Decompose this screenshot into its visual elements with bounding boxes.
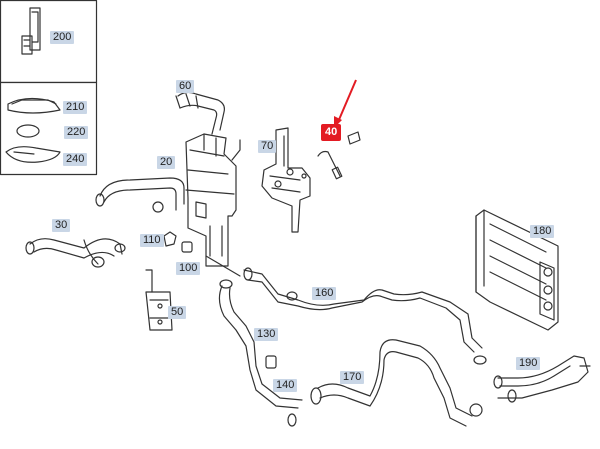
leader-line-20	[205, 255, 241, 277]
part-label-210: 210	[63, 101, 88, 114]
part-label-170: 170	[340, 371, 365, 384]
part-190-pipe	[493, 355, 591, 403]
part-label-130: 130	[254, 328, 279, 341]
part-60-hose	[175, 91, 225, 135]
part-label-30: 30	[52, 219, 71, 232]
part-170-hose	[310, 339, 483, 427]
part-label-70: 70	[258, 140, 277, 153]
part-180-heat-exchanger	[475, 209, 559, 331]
inset-box-200	[0, 0, 98, 84]
part-label-140: 140	[273, 379, 298, 392]
part-140-clip	[265, 355, 277, 369]
part-label-220: 220	[64, 126, 89, 139]
part-label-240: 240	[63, 153, 88, 166]
part-40-sensor	[317, 131, 361, 180]
part-20-valve-assembly	[152, 133, 241, 267]
part-130-hose	[218, 279, 303, 427]
part-210-cover	[7, 97, 61, 114]
part-label-20: 20	[157, 156, 176, 169]
part-160-hose	[243, 267, 487, 365]
part-label-110: 110	[140, 234, 164, 247]
part-220-cap	[16, 124, 40, 138]
part-label-160: 160	[312, 287, 337, 300]
part-200-bracket	[21, 7, 41, 55]
part-label-100: 100	[176, 262, 201, 275]
part-label-50: 50	[168, 306, 187, 319]
part-20-hose	[95, 177, 185, 211]
part-70-bracket	[261, 127, 311, 233]
part-label-60: 60	[176, 80, 195, 93]
arrow-pointer-icon	[334, 79, 357, 128]
part-label-200: 200	[50, 31, 75, 44]
part-label-40-highlighted: 40	[321, 124, 342, 141]
part-240-tray	[5, 146, 61, 163]
part-50-pump	[145, 269, 173, 331]
part-100-clip	[181, 241, 193, 253]
part-30-hose	[25, 238, 126, 268]
part-label-180: 180	[530, 225, 555, 238]
part-label-190: 190	[516, 357, 541, 370]
part-110-clip	[163, 231, 177, 247]
